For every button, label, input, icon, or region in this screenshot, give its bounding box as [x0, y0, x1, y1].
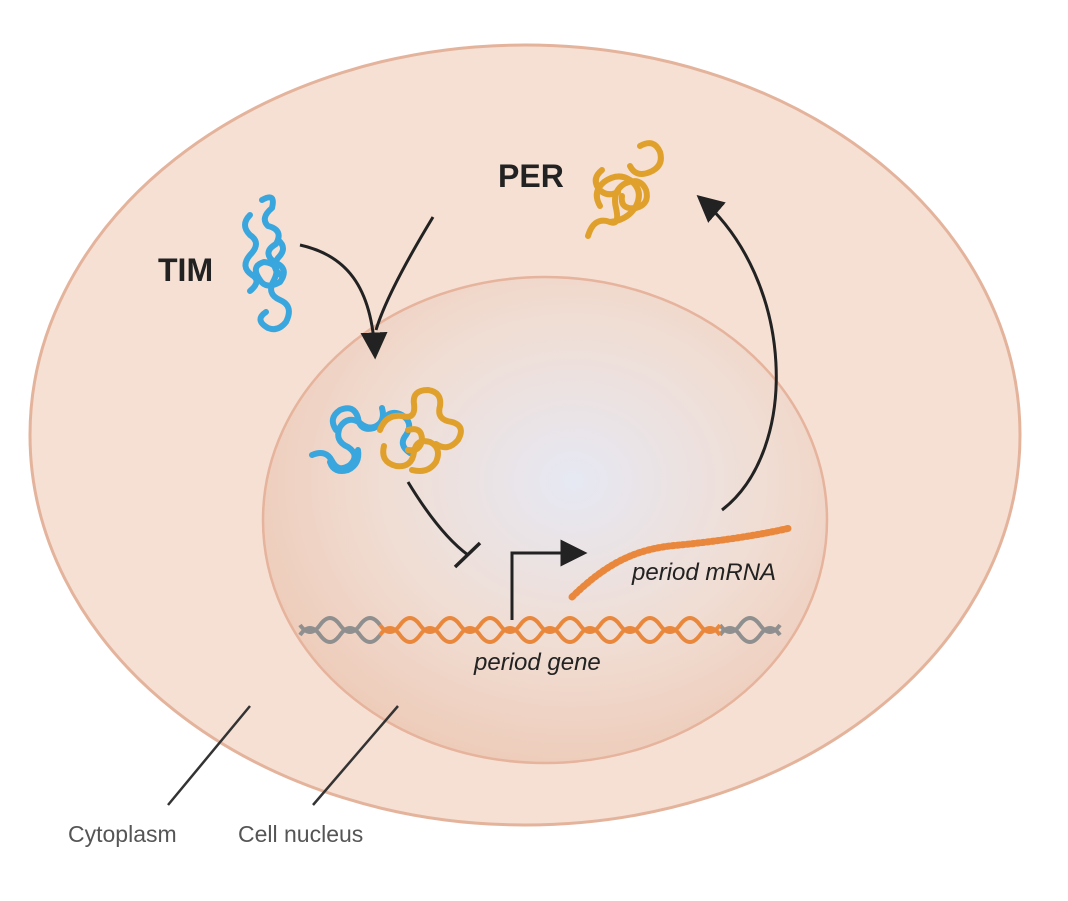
tim-protein-icon — [242, 194, 292, 333]
transcription-start-arrow — [510, 539, 588, 620]
per-to-complex-arrow — [374, 216, 435, 331]
nucleus-ellipse — [261, 275, 829, 765]
mrna-to-per-arrow — [696, 195, 778, 512]
nucleus-label: Cell nucleus — [238, 821, 363, 847]
per-label: PER — [498, 158, 564, 194]
dna-helix-icon — [298, 616, 782, 644]
per-protein-icon — [585, 140, 664, 239]
tim-to-complex-arrow — [299, 243, 388, 360]
mrna-label: period mRNA — [631, 559, 776, 586]
arrows-group — [299, 195, 778, 620]
caption-leader-lines — [167, 705, 399, 806]
nucleus-leader — [312, 705, 399, 806]
tim-per-complex-icon — [309, 387, 464, 474]
cytoplasm-label: Cytoplasm — [68, 821, 177, 847]
inhibition-bar — [453, 541, 482, 569]
gene-label: period gene — [473, 649, 601, 676]
inhibition-line — [406, 481, 469, 557]
tim-label: TIM — [158, 252, 213, 288]
cytoplasm-leader — [167, 705, 251, 806]
mrna-strand-icon — [568, 524, 794, 601]
